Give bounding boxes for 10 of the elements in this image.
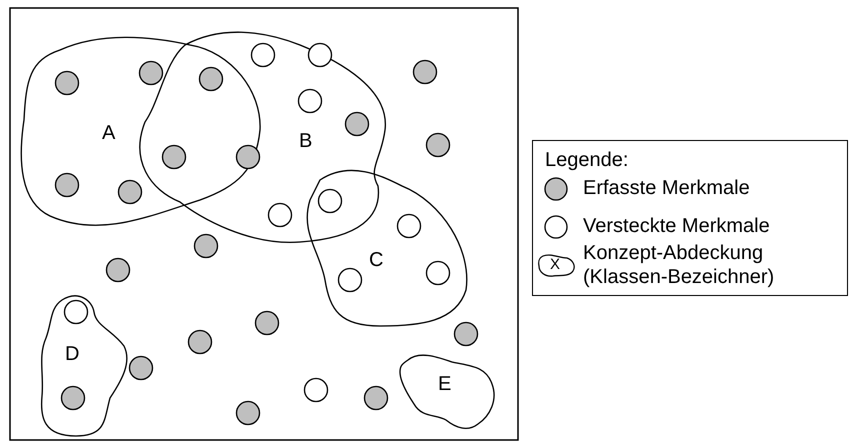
region-label: B: [299, 131, 312, 151]
legend-text: Konzept-Abdeckung (Klassen-Bezeichner): [583, 241, 776, 289]
legend-text: Versteckte Merkmale: [583, 216, 770, 236]
legend-title: Legende:: [545, 150, 628, 170]
region-label: A: [102, 123, 116, 143]
region-label: C: [369, 250, 384, 270]
region-label: E: [438, 374, 452, 394]
legend-text: Erfasste Merkmale: [583, 178, 750, 198]
legend-symbol: X: [550, 257, 560, 272]
region-label: D: [65, 344, 80, 364]
